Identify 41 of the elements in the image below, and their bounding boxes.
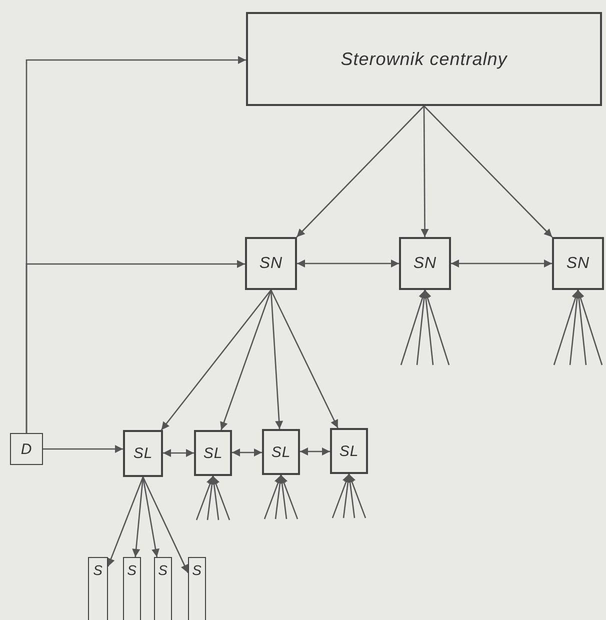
connector-arrow [43,445,123,453]
input-line [424,290,450,366]
controller-box: Sterownik centralny [246,12,602,106]
sensor-box: S [154,557,172,620]
input-line [212,476,230,520]
connector-arrow [220,290,272,430]
sensor-box: S [188,557,206,620]
detector-box: D [10,433,43,465]
input-line [400,290,426,366]
input-line [264,474,282,520]
node-box: SN [245,237,297,290]
node-box: SN [399,237,451,290]
connector-arrow [132,476,144,558]
input-line [348,474,366,518]
input-line [576,290,603,366]
local-box: SL [330,428,368,474]
connector-arrow [232,448,262,456]
input-line [553,290,580,366]
connector-arrow [270,290,338,428]
input-line [332,474,350,518]
local-box: SL [123,430,163,477]
node-box: SN [552,237,604,290]
connector-arrow [297,260,399,268]
input-line [280,474,298,520]
connector-arrow [107,476,144,567]
connector-arrow [451,260,552,268]
local-box: SL [262,429,300,475]
connector-arrow [420,106,429,237]
local-box: SL [194,430,232,476]
input-line [196,476,214,520]
connector-arrow [300,448,330,456]
sensor-box: S [123,557,141,620]
connector-arrow [296,106,424,238]
connector-arrow [424,106,553,238]
connector-arrow [160,290,272,430]
connector-arrow [26,260,245,433]
connector-arrow [270,290,284,430]
connector-arrow [163,449,194,457]
sensor-box: S [88,557,108,620]
connector-arrow [142,476,189,574]
connector-arrow [142,476,160,558]
